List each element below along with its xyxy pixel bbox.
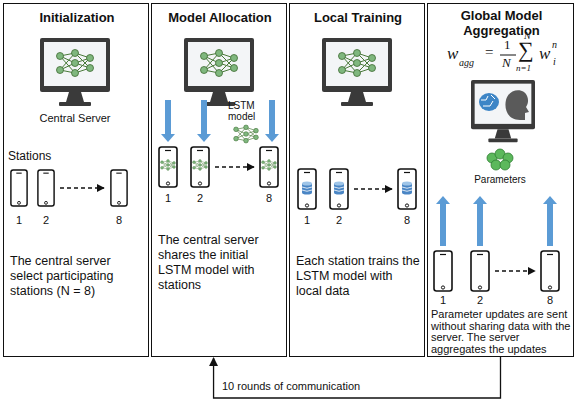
- server-monitors: [40, 38, 535, 142]
- phone-database: [302, 182, 312, 195]
- stage-panel: Local TrainingEach station trains the LS…: [289, 3, 425, 357]
- phone-network: [161, 160, 176, 171]
- stage-description: Parameter updates are sent without shari…: [431, 309, 572, 355]
- formula-superscript: n: [552, 39, 557, 50]
- station-phone: [398, 169, 416, 209]
- dashed-ellipsis-arrows: [215, 166, 254, 167]
- station-phone: [260, 147, 278, 187]
- dashed-ellipsis-arrows: [495, 270, 535, 271]
- server-network: [201, 50, 238, 77]
- server-label: Central Server: [30, 112, 120, 124]
- station-phone: [471, 251, 489, 291]
- formula-subscript: i: [553, 56, 556, 67]
- station-phone: [434, 251, 452, 291]
- parameter-upload-arrows: [436, 196, 557, 246]
- stations-label: Stations: [8, 150, 51, 163]
- phone-network: [193, 160, 208, 171]
- station-phone: [541, 251, 559, 291]
- phone-network: [262, 160, 277, 171]
- server-monitor: [40, 38, 110, 106]
- stage-title: Model Allocation: [154, 10, 286, 25]
- formula-symbol: w: [447, 44, 458, 63]
- station-number: 2: [470, 294, 490, 306]
- station-number: 2: [329, 214, 349, 226]
- model-share-arrows: [265, 100, 279, 142]
- model-share-arrows: [161, 100, 279, 142]
- brain-circuit: [481, 95, 495, 106]
- parameter-upload-arrows: [473, 196, 487, 246]
- formula-symbol: =: [485, 44, 493, 61]
- parameter-upload-arrows: [543, 196, 557, 246]
- stage-title: Local Training: [292, 10, 424, 25]
- station-number: 1: [9, 214, 29, 226]
- formula-subscript: agg: [459, 57, 474, 68]
- parameters-icon: [487, 149, 513, 170]
- parameters-label: Parameters: [470, 174, 530, 185]
- stage-description: Each station trains the LSTM model with …: [296, 254, 420, 299]
- dashed-ellipsis-arrows: [354, 188, 392, 189]
- formula-sum-sign: ∑: [518, 38, 534, 62]
- station-phone: [330, 169, 348, 209]
- parameter-upload-arrows: [436, 196, 450, 246]
- dashed-ellipsis-arrows: [60, 187, 104, 188]
- stage-description: The central server shares the initial LS…: [158, 233, 282, 293]
- server-network: [57, 50, 94, 77]
- connector-label: 10 rounds of communication: [181, 380, 401, 393]
- station-phone: [159, 147, 177, 187]
- stage-title: Global Model Aggregation: [430, 8, 573, 38]
- phone-database: [402, 182, 412, 195]
- station-number: 2: [36, 214, 56, 226]
- model-share-arrows: [161, 100, 175, 142]
- stage-description: The central server select participating …: [10, 254, 144, 299]
- parameters-icon: [491, 160, 501, 170]
- station-number: 2: [190, 192, 210, 204]
- lstm-label: LSTM model: [228, 100, 268, 122]
- head-profile: [505, 90, 529, 120]
- parameters-icon: [495, 149, 505, 159]
- stage-panel: Model AllocationThe central server share…: [151, 3, 287, 357]
- server-monitor: [322, 38, 392, 106]
- formula-symbol: w: [539, 44, 550, 63]
- formula-denominator: N: [502, 56, 511, 70]
- parameters-icon: [503, 153, 513, 163]
- server-monitor: [471, 80, 535, 142]
- parameters-icon: [500, 160, 510, 170]
- station-number: 1: [433, 294, 453, 306]
- stage-panel: InitializationThe central server select …: [3, 3, 149, 357]
- station-phone: [191, 147, 209, 187]
- station-phone: [11, 170, 27, 206]
- brain-shape: [479, 93, 499, 111]
- station-number: 1: [297, 214, 317, 226]
- station-phone: [38, 170, 54, 206]
- station-number: 8: [397, 214, 417, 226]
- station-number: 8: [540, 294, 560, 306]
- server-network: [339, 50, 376, 77]
- station-number: 8: [109, 214, 129, 226]
- station-number: 1: [158, 192, 178, 204]
- lstm-network: [234, 125, 259, 143]
- station-phone: [298, 169, 316, 209]
- phone-database: [334, 182, 344, 195]
- server-monitor: [184, 38, 254, 106]
- station-number: 8: [259, 192, 279, 204]
- stage-title: Initialization: [6, 10, 148, 25]
- ai-head-illustration: [479, 90, 529, 120]
- formula-numerator: 1: [504, 38, 511, 52]
- model-share-arrows: [197, 100, 211, 142]
- formula-limit: n=1: [516, 63, 531, 73]
- station-phone: [111, 170, 127, 206]
- parameters-icon: [487, 153, 497, 163]
